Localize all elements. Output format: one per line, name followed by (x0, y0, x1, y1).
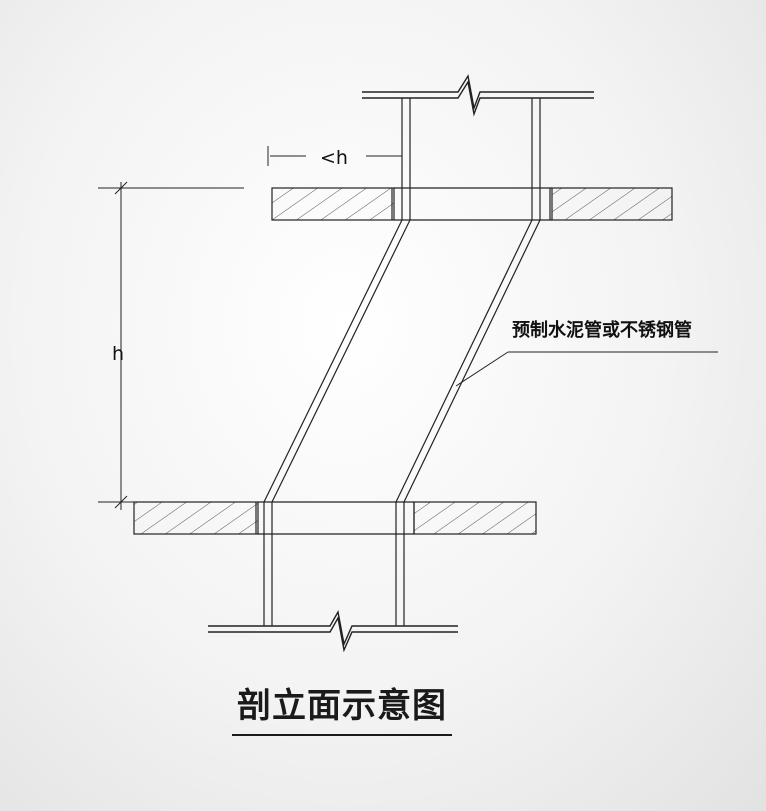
slanted-pipe-left (263, 219, 411, 503)
drawing-caption: 剖立面示意图 (237, 686, 447, 726)
pipe-material-label: 预制水泥管或不锈钢管 (512, 319, 692, 341)
height-dimension-label: h (112, 343, 124, 365)
slanted-pipe-right (395, 219, 541, 503)
callout-leader (455, 351, 718, 387)
upper-pipe-right (531, 98, 551, 220)
lower-pipe-left (255, 502, 273, 626)
offset-dimension-label: <h (320, 147, 348, 169)
lower-floor-slab (133, 501, 537, 535)
upper-floor-slab (271, 187, 673, 221)
caption-underline (232, 734, 452, 736)
upper-pipe-left (391, 98, 411, 220)
top-break-line (362, 74, 594, 117)
bottom-break-line (208, 609, 458, 653)
height-dimension (98, 181, 244, 510)
lower-pipe-right (395, 502, 415, 626)
offset-dimension (267, 146, 402, 166)
